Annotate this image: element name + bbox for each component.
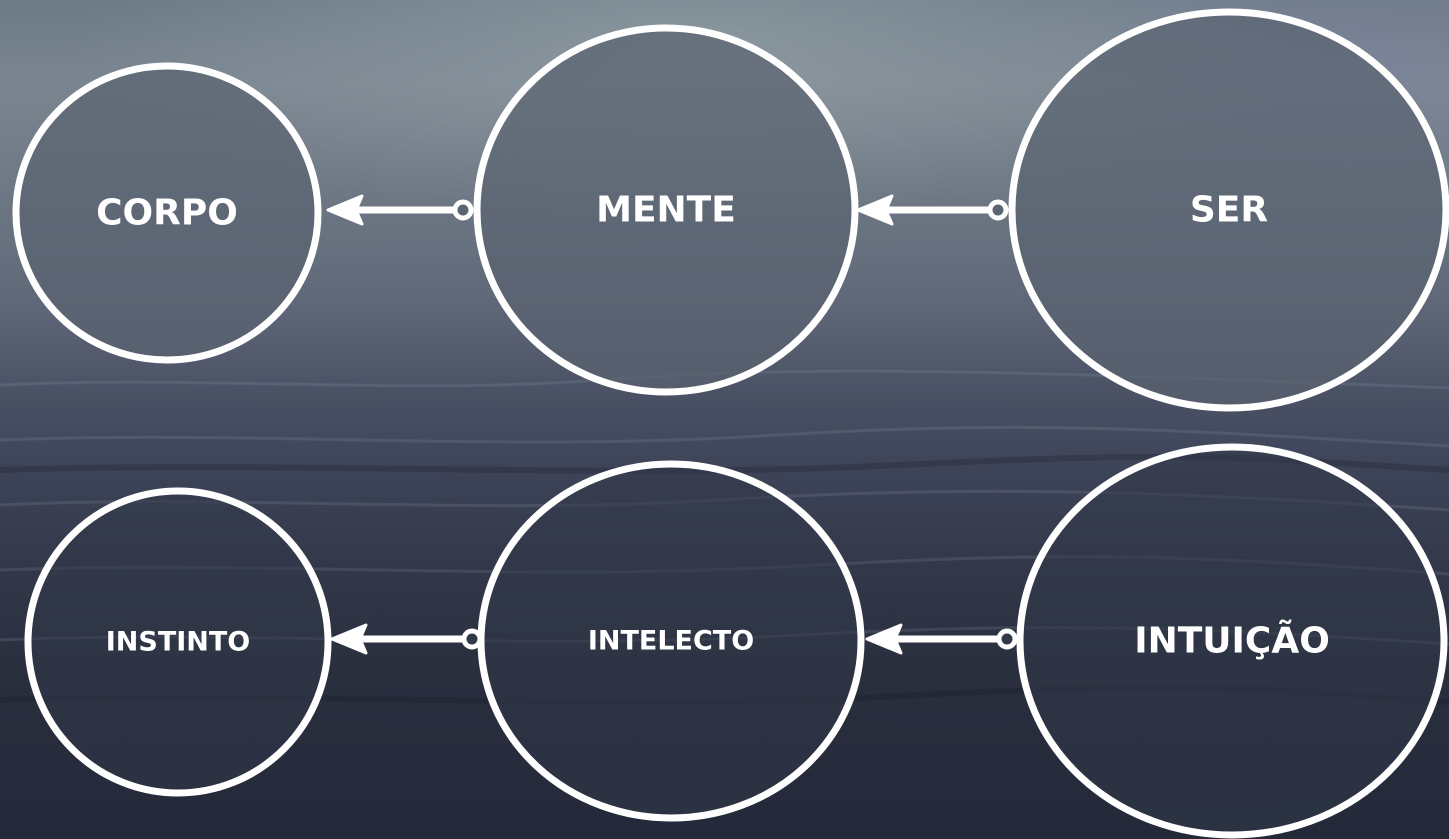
node-intelecto: INTELECTO (477, 460, 865, 822)
node-corpo: CORPO (12, 62, 322, 364)
node-mente: MENTE (473, 24, 859, 396)
node-label-corpo: CORPO (96, 193, 238, 234)
connector-intelecto-to-instinto (330, 623, 483, 655)
node-label-mente: MENTE (596, 190, 736, 231)
node-label-intuicao: INTUIÇÃO (1134, 620, 1330, 662)
connector-ser-to-mente (856, 194, 1009, 226)
node-label-intelecto: INTELECTO (588, 626, 754, 657)
node-label-ser: SER (1190, 190, 1268, 231)
node-ser: SER (1008, 8, 1449, 412)
connector-mente-to-corpo (326, 194, 474, 226)
node-intuicao: INTUIÇÃO (1016, 443, 1448, 839)
connector-intuicao-to-intelecto (865, 623, 1018, 655)
node-label-instinto: INSTINTO (106, 627, 251, 658)
node-instinto: INSTINTO (24, 487, 332, 797)
